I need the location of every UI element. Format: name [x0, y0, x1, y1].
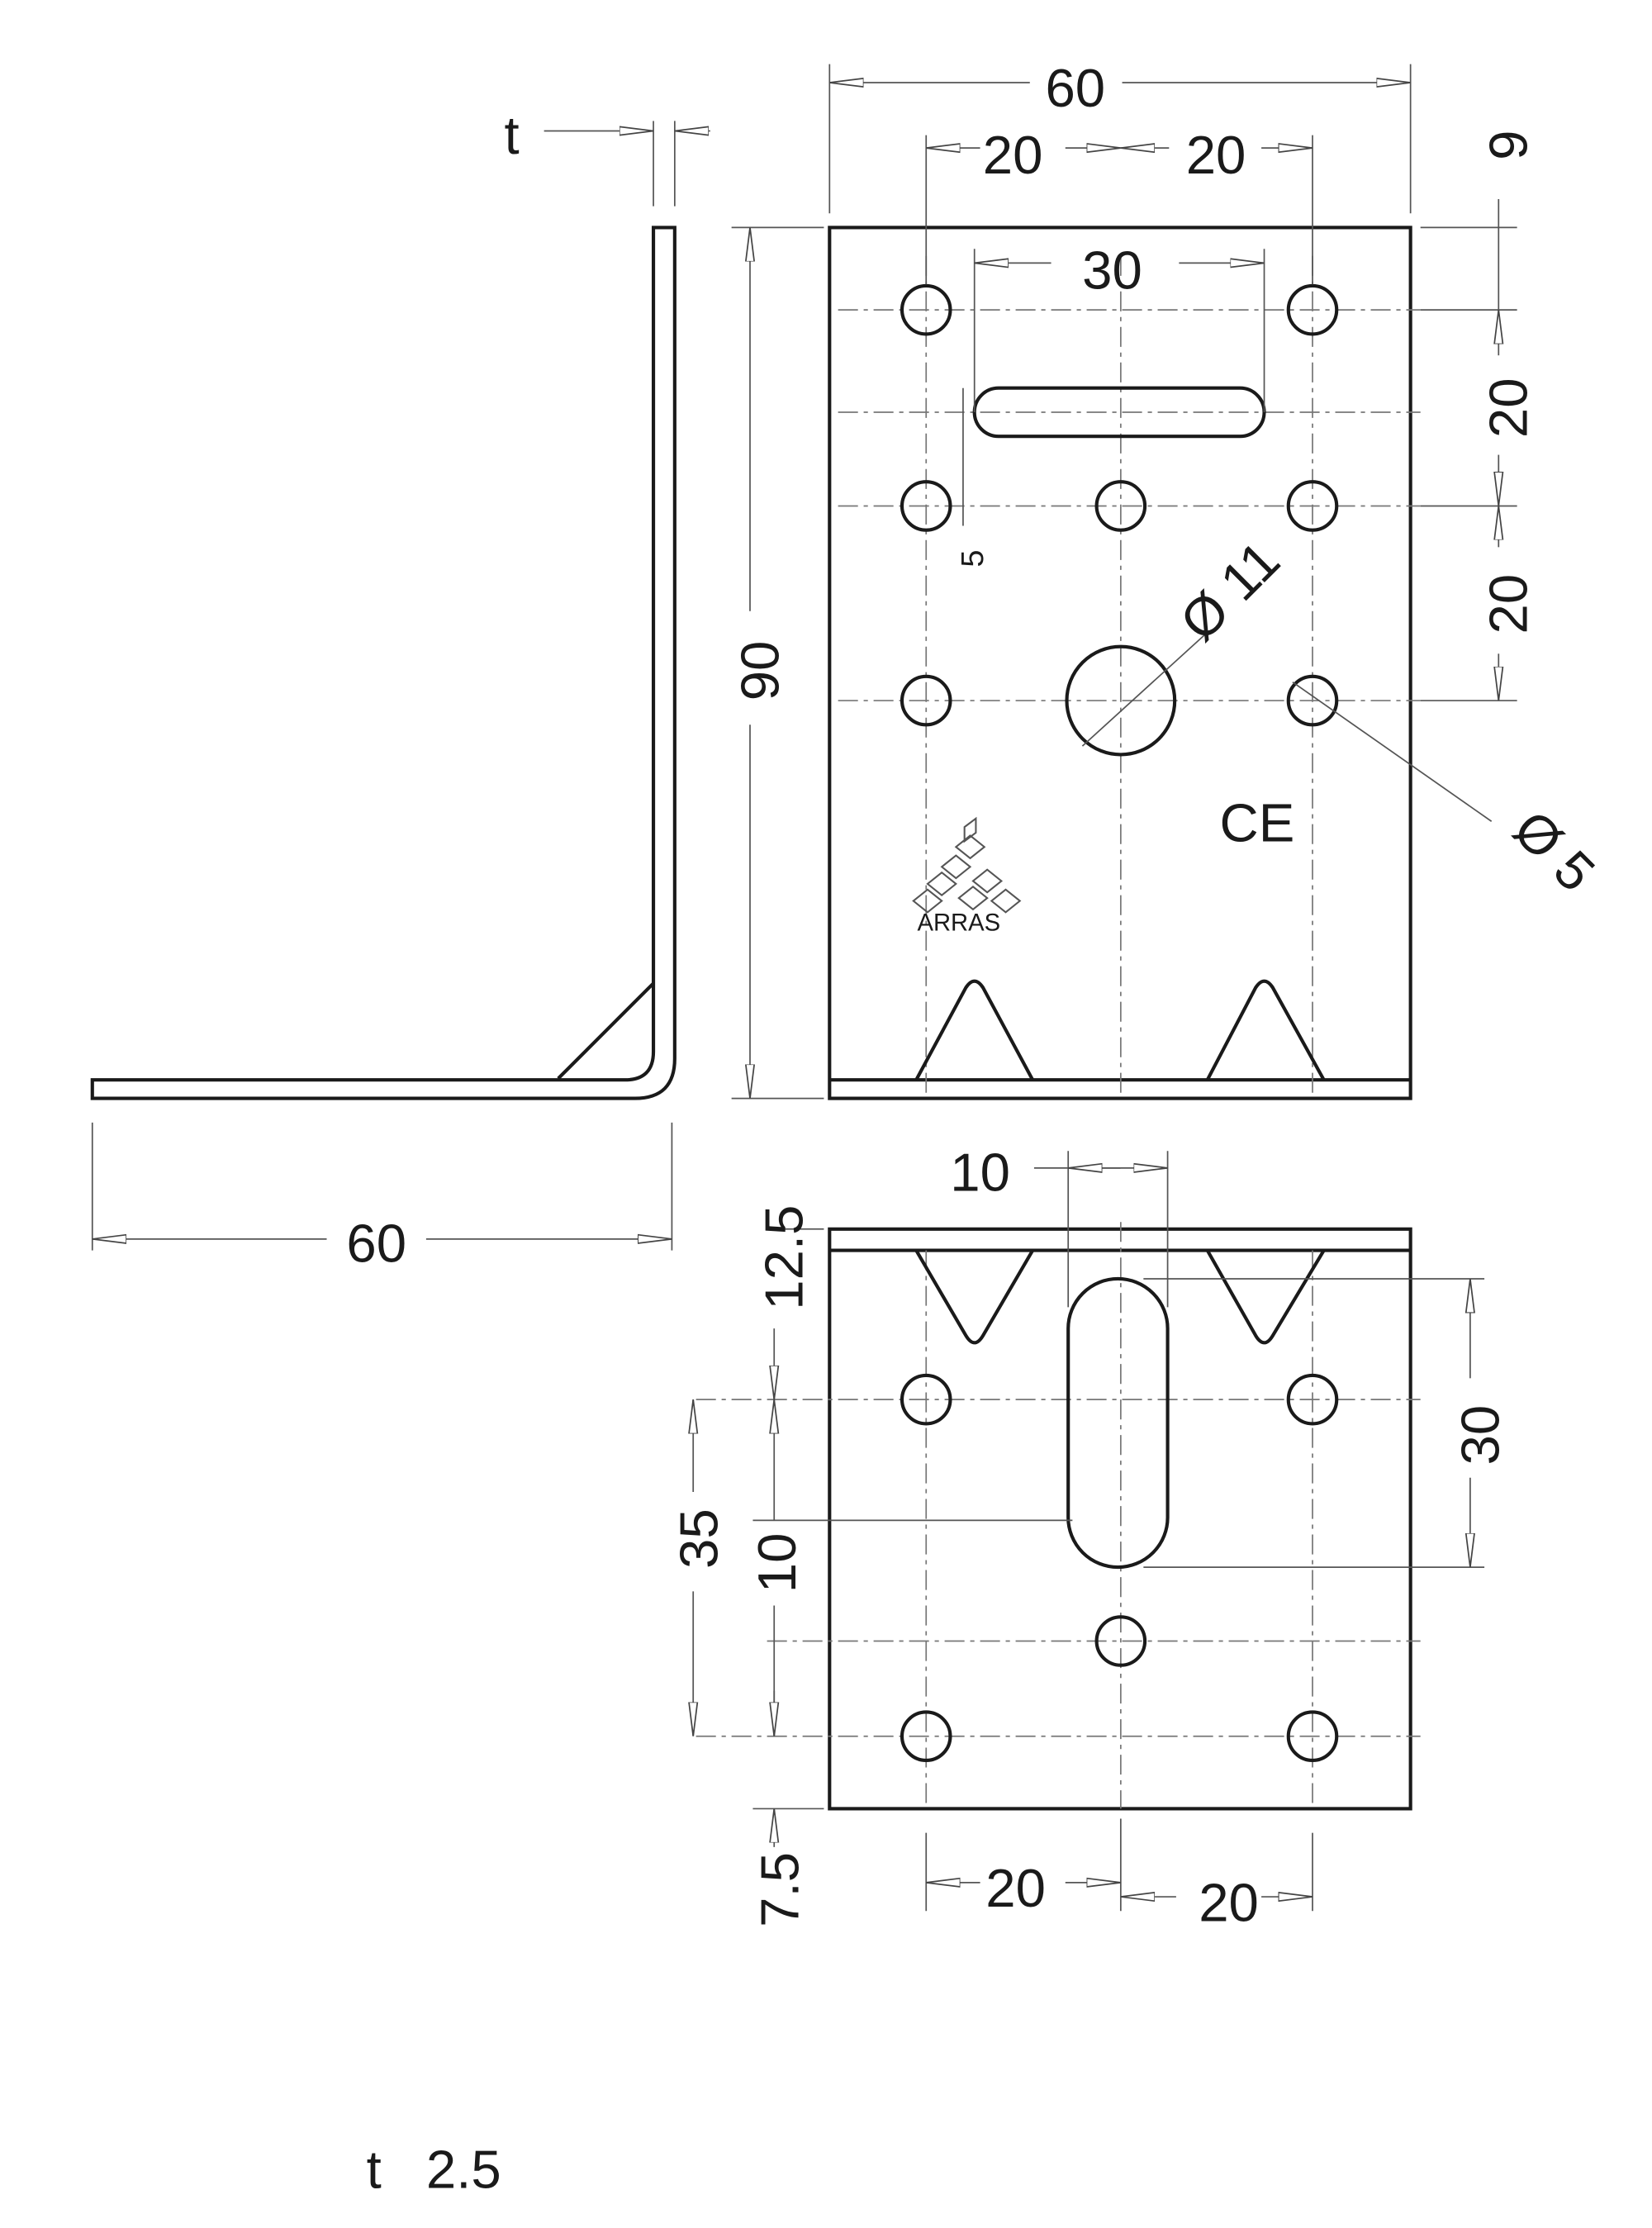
base-holes: [900, 1373, 1339, 1763]
base-hole-spacing-right-dimension: 20: [1199, 1872, 1259, 1932]
hole-spacing-left-dimension: 20: [983, 125, 1043, 185]
base-slot-length-dimension: 30: [1450, 1405, 1510, 1466]
side-view: t 60: [90, 105, 710, 1273]
height-dimension: 90: [729, 641, 790, 701]
base-slot: [1066, 1276, 1170, 1570]
base-notch-left: [914, 1249, 1034, 1345]
edge-distance-dimension: 9: [1479, 130, 1539, 159]
front-holes: [900, 283, 1339, 757]
hole-spacing-right-dimension: 20: [1186, 125, 1246, 185]
bottom-edge-dimension: 7.5: [749, 1852, 809, 1927]
gusset-line: [557, 981, 655, 1080]
base-view: 10 30 12.5 35 10 7.5 20 20: [668, 1142, 1510, 1932]
base-notch-right: [1205, 1249, 1326, 1345]
arras-logo-text: ARRAS: [917, 910, 1000, 937]
slot-length-dimension: 30: [1082, 240, 1142, 300]
front-plate-outline: [828, 226, 1412, 1100]
row-spacing-2-dimension: 20: [1479, 574, 1539, 634]
base-edge-distance-dimension: 12.5: [754, 1205, 814, 1310]
angle-profile: [90, 226, 676, 1100]
arras-logo: [912, 816, 1022, 914]
base-hole-spacing-left-dimension: 20: [985, 1858, 1046, 1918]
slot-width-dimension: 5: [956, 550, 990, 568]
base-slot-width-dimension: 10: [950, 1142, 1010, 1202]
slot-offset-dimension: 10: [747, 1533, 807, 1594]
ce-mark: CE: [1220, 792, 1295, 853]
front-view: 60 20 20 30 90 9 20 20 5 Ø 11 Ø 5 CE: [729, 58, 1607, 1100]
thickness-label: t: [504, 105, 519, 165]
row-spacing-1-dimension: 20: [1479, 378, 1539, 438]
thickness-note-value: 2.5: [426, 2140, 501, 2200]
side-width-dimension: 60: [346, 1213, 406, 1273]
large-hole: [1065, 644, 1177, 757]
thickness-note: t 2.5: [367, 2140, 501, 2200]
large-hole-diameter-label: Ø 11: [1169, 530, 1291, 652]
thickness-note-label: t: [367, 2140, 382, 2200]
small-hole-diameter-label: Ø 5: [1502, 799, 1607, 903]
front-notch-left: [914, 979, 1035, 1081]
row-span-dimension: 35: [668, 1508, 729, 1569]
front-notch-right: [1205, 979, 1326, 1081]
overall-width-dimension: 60: [1045, 58, 1105, 118]
